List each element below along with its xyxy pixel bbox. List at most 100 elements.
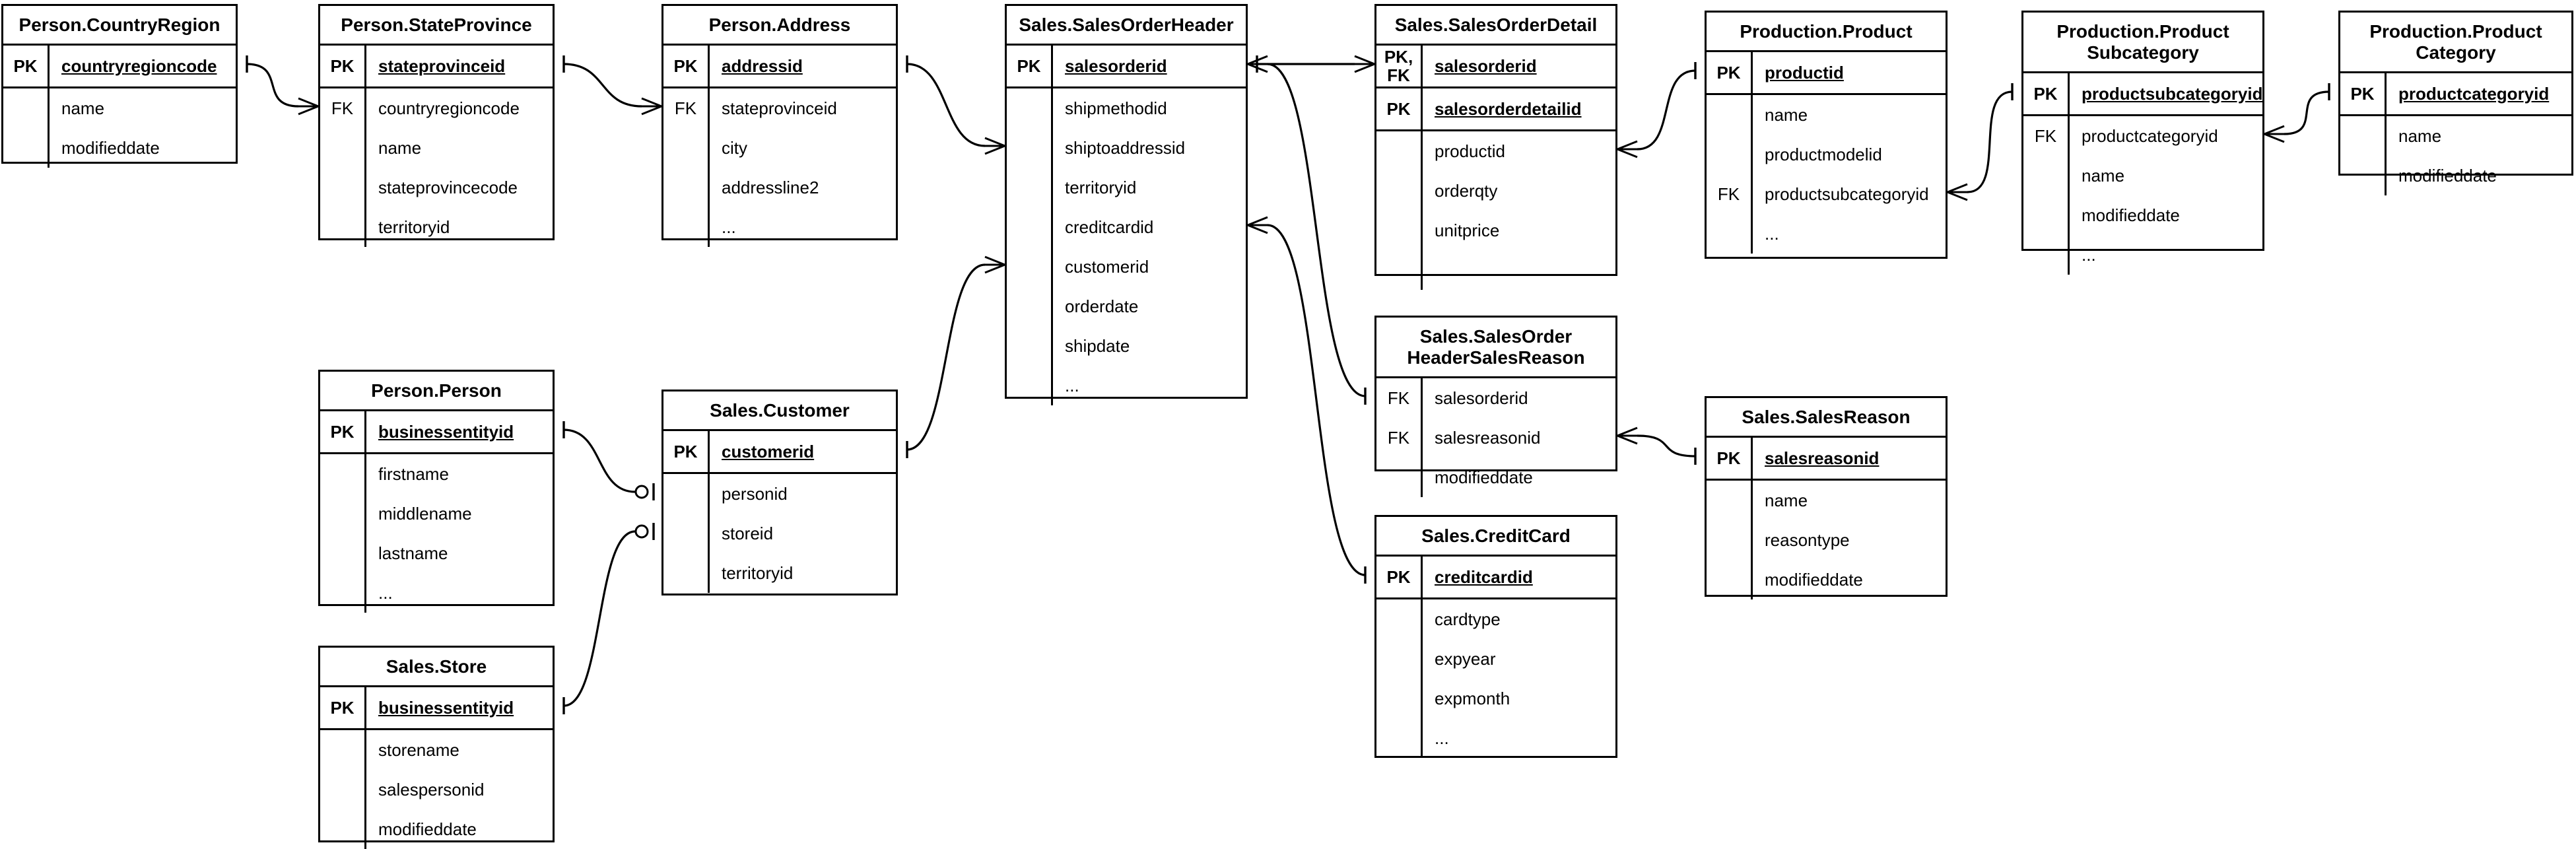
attribute-row[interactable]: salespersonid bbox=[320, 770, 553, 809]
attribute-name: expyear bbox=[1435, 648, 1496, 669]
attribute-row[interactable]: expmonth bbox=[1376, 679, 1615, 718]
attribute-row[interactable]: storename bbox=[320, 730, 553, 770]
attribute-row[interactable]: cardtype bbox=[1376, 599, 1615, 639]
attribute-row[interactable]: modifieddate bbox=[1707, 560, 1946, 599]
attribute-row[interactable]: modifieddate bbox=[3, 128, 236, 168]
attribute-row[interactable]: territoryid bbox=[663, 553, 896, 593]
attribute-row[interactable]: orderqty bbox=[1376, 171, 1615, 211]
attribute-row[interactable]: name bbox=[2023, 156, 2262, 195]
attribute-row[interactable]: name bbox=[3, 88, 236, 128]
attribute-row[interactable]: city bbox=[663, 128, 896, 168]
attribute-name: salesreasonid bbox=[1765, 448, 1880, 468]
key-indicator bbox=[663, 128, 710, 168]
attribute-row[interactable]: storeid bbox=[663, 514, 896, 553]
attribute-row[interactable]: expyear bbox=[1376, 639, 1615, 679]
attribute-row[interactable]: territoryid bbox=[320, 207, 553, 247]
attribute-row[interactable]: ... bbox=[1707, 214, 1946, 254]
attribute-row[interactable]: customerid bbox=[1007, 247, 1246, 287]
key-indicator bbox=[320, 809, 366, 849]
entity-title: Sales.SalesOrderHeader bbox=[1007, 6, 1246, 46]
attribute-row[interactable]: orderdate bbox=[1007, 287, 1246, 326]
attribute-group: cardtype expyear expmonth... bbox=[1376, 599, 1615, 758]
attribute-name: reasontype bbox=[1765, 529, 1850, 550]
attribute-row[interactable]: reasontype bbox=[1707, 520, 1946, 560]
attribute-row[interactable]: ... bbox=[1007, 366, 1246, 405]
attribute-name: modifieddate bbox=[2082, 205, 2180, 225]
key-indicator bbox=[320, 168, 366, 207]
attribute-row[interactable]: modifieddate bbox=[2340, 156, 2571, 195]
attribute-row[interactable]: territoryid bbox=[1007, 168, 1246, 207]
attribute-name: salesorderid bbox=[1065, 55, 1167, 76]
attribute-row[interactable]: name bbox=[320, 128, 553, 168]
attribute-row[interactable]: ... bbox=[2023, 235, 2262, 275]
attribute-row[interactable]: productmodelid bbox=[1707, 135, 1946, 174]
attribute-row[interactable]: modifieddate bbox=[1376, 458, 1615, 497]
attribute-row[interactable]: lastname bbox=[320, 533, 553, 573]
attribute-row[interactable]: productid bbox=[1376, 131, 1615, 171]
entity-title-line1: Production.Product bbox=[2056, 20, 2229, 42]
attribute-row[interactable]: personid bbox=[663, 474, 896, 514]
attribute-row[interactable]: name bbox=[1707, 95, 1946, 135]
attribute-row[interactable]: ... bbox=[1376, 718, 1615, 758]
key-indicator bbox=[663, 514, 710, 553]
attribute-row[interactable]: modifieddate bbox=[320, 809, 553, 849]
attribute-name: lastname bbox=[378, 543, 448, 563]
attribute-row[interactable]: ... bbox=[663, 207, 896, 247]
attribute-row[interactable]: shipdate bbox=[1007, 326, 1246, 366]
attribute-name: orderdate bbox=[1065, 296, 1139, 316]
attribute-row[interactable]: addressline2 bbox=[663, 168, 896, 207]
attribute-row[interactable]: firstname bbox=[320, 454, 553, 494]
attribute-row[interactable]: name bbox=[1707, 481, 1946, 520]
attribute-row[interactable]: middlename bbox=[320, 494, 553, 533]
attribute-row[interactable]: stateprovincecode bbox=[320, 168, 553, 207]
key-indicator: FK bbox=[2023, 116, 2070, 156]
attribute-row[interactable]: ... bbox=[320, 573, 553, 613]
attribute-row[interactable]: creditcardid bbox=[1007, 207, 1246, 247]
attribute-row[interactable]: name bbox=[2340, 116, 2571, 156]
attribute-name: ... bbox=[722, 217, 736, 237]
attribute-row[interactable]: shipmethodid bbox=[1007, 88, 1246, 128]
attribute-row[interactable]: unitprice bbox=[1376, 211, 1615, 250]
attribute-row[interactable]: modifieddate bbox=[2023, 195, 2262, 235]
attribute-row[interactable]: ... bbox=[1376, 250, 1615, 290]
attribute-row[interactable]: shiptoaddressid bbox=[1007, 128, 1246, 168]
